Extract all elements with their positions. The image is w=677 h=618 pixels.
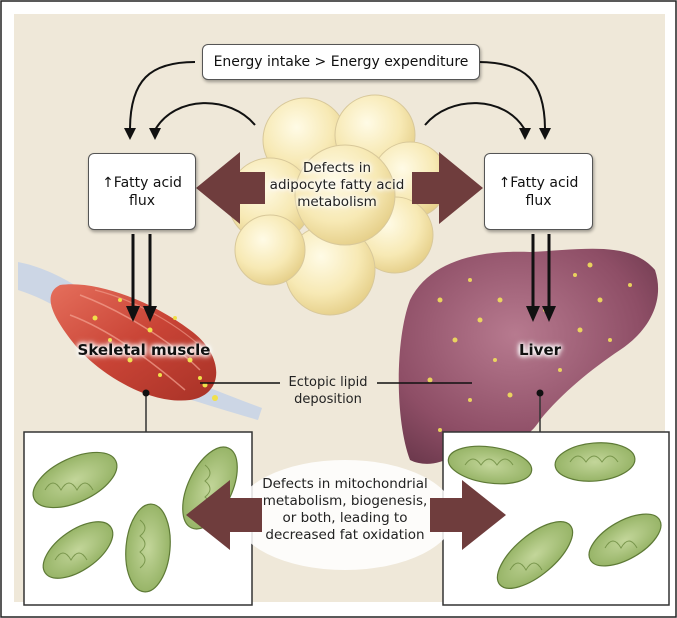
flux-down-arrows: [131, 234, 551, 308]
ectopic-line1: Ectopic lipid: [288, 375, 368, 390]
left-flux-line1: ↑Fatty acid: [102, 174, 182, 191]
ectopic-lipid-label: Ectopic lipid deposition: [275, 374, 381, 408]
adipocyte-line1: Defects in: [302, 160, 372, 176]
mito-line4: decreased fat oxidation: [265, 527, 425, 543]
adipocyte-line3: metabolism: [297, 194, 377, 210]
right-flux-line2: flux: [525, 192, 552, 209]
mito-line3: or both, leading to: [282, 510, 408, 526]
mito-line2: metabolism, biogenesis,: [262, 493, 428, 509]
adipocyte-defects-label: Defects in adipocyte fatty acid metaboli…: [262, 160, 412, 211]
left-fatty-acid-flux-box: ↑Fatty acid flux: [88, 153, 196, 230]
mitochondrial-arrow: [186, 480, 506, 550]
liver-label: Liver: [518, 341, 562, 359]
ectopic-line2: deposition: [294, 392, 362, 407]
adipocyte-line2: adipocyte fatty acid: [269, 177, 405, 193]
mitochondria-right: [447, 442, 662, 589]
energy-balance-box: Energy intake > Energy expenditure: [202, 44, 480, 80]
mito-line1: Defects in mitochondrial: [262, 476, 428, 492]
adipocyte-flux-arrow: [196, 152, 483, 224]
energy-balance-label: Energy intake > Energy expenditure: [213, 54, 469, 70]
mitochondrial-defects-label: Defects in mitochondrial metabolism, bio…: [245, 476, 445, 544]
skeletal-muscle-illustration: [18, 262, 262, 420]
right-flux-line1: ↑Fatty acid: [498, 174, 579, 191]
right-fatty-acid-flux-box: ↑Fatty acid flux: [484, 153, 593, 230]
intake-arrows: [129, 61, 546, 131]
left-flux-line2: flux: [129, 192, 155, 209]
skeletal-muscle-label: Skeletal muscle: [77, 341, 211, 359]
